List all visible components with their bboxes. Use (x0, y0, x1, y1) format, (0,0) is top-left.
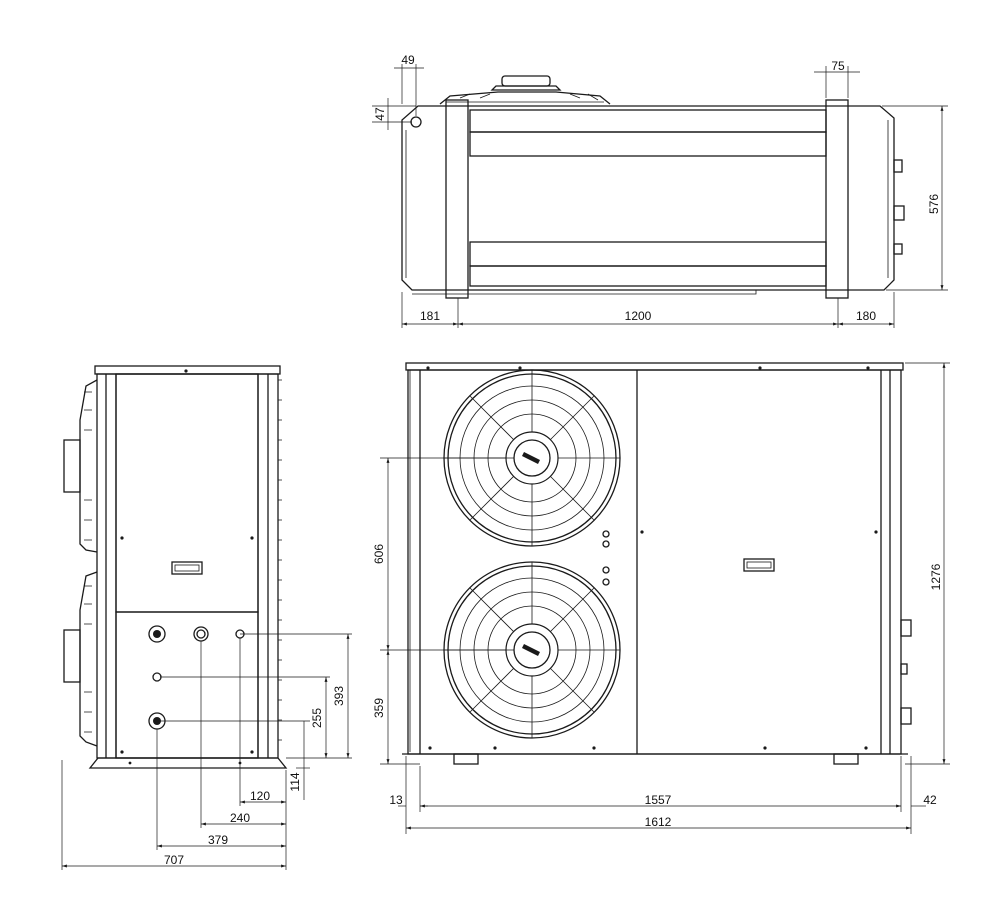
front-cable-glands (602, 530, 610, 586)
lower-fan (443, 561, 621, 739)
dim-240: 240 (230, 811, 250, 825)
dim-707: 707 (164, 853, 184, 867)
top-panel-lower (469, 241, 827, 267)
dim-181: 181 (420, 309, 440, 323)
side-panel-handle (171, 561, 203, 575)
side-top-cap (94, 365, 281, 375)
side-fan-profile (63, 379, 98, 747)
dim-180: 180 (856, 309, 876, 323)
front-panel-handle (743, 558, 775, 572)
side-body (96, 373, 279, 759)
front-body (407, 369, 902, 755)
top-view: 181 1200 180 576 49 47 75 (372, 53, 948, 328)
top-panel-lower-2 (469, 265, 827, 287)
top-side-connectors (893, 159, 905, 255)
dim-1200: 1200 (625, 309, 652, 323)
dim-13: 13 (389, 793, 403, 807)
front-foot-left (453, 753, 479, 765)
dim-47: 47 (373, 107, 387, 121)
dim-393: 393 (332, 686, 346, 706)
side-connection-panel (115, 611, 259, 759)
top-fan-cap (439, 75, 611, 105)
dim-606: 606 (372, 544, 386, 564)
dim-114: 114 (288, 772, 302, 791)
top-right-bracket (825, 99, 849, 299)
dim-49: 49 (401, 53, 415, 67)
front-top-cap (405, 362, 904, 371)
dim-120: 120 (250, 789, 270, 803)
side-base-plate (88, 757, 288, 769)
dim-42: 42 (923, 793, 937, 807)
dim-255: 255 (310, 708, 324, 728)
top-body-outline (401, 105, 895, 291)
top-corner-port (410, 116, 422, 128)
side-view: 393 255 114 120 240 379 707 (61, 365, 352, 870)
front-view: 1276 606 359 13 1557 42 1612 (372, 362, 950, 834)
dim-1557: 1557 (645, 793, 672, 807)
dim-75: 75 (831, 59, 845, 73)
side-water-connections (148, 625, 245, 730)
dim-379: 379 (208, 833, 228, 847)
dim-1276: 1276 (929, 563, 943, 590)
top-panel-upper-2 (469, 131, 827, 157)
front-side-connectors (900, 619, 912, 725)
dim-359: 359 (372, 698, 386, 718)
side-upper-panel (115, 373, 259, 613)
dim-576: 576 (927, 194, 941, 214)
top-left-bracket (445, 99, 469, 299)
top-panel-upper (469, 109, 827, 133)
front-foot-right (833, 753, 859, 765)
dim-1612: 1612 (645, 815, 672, 829)
